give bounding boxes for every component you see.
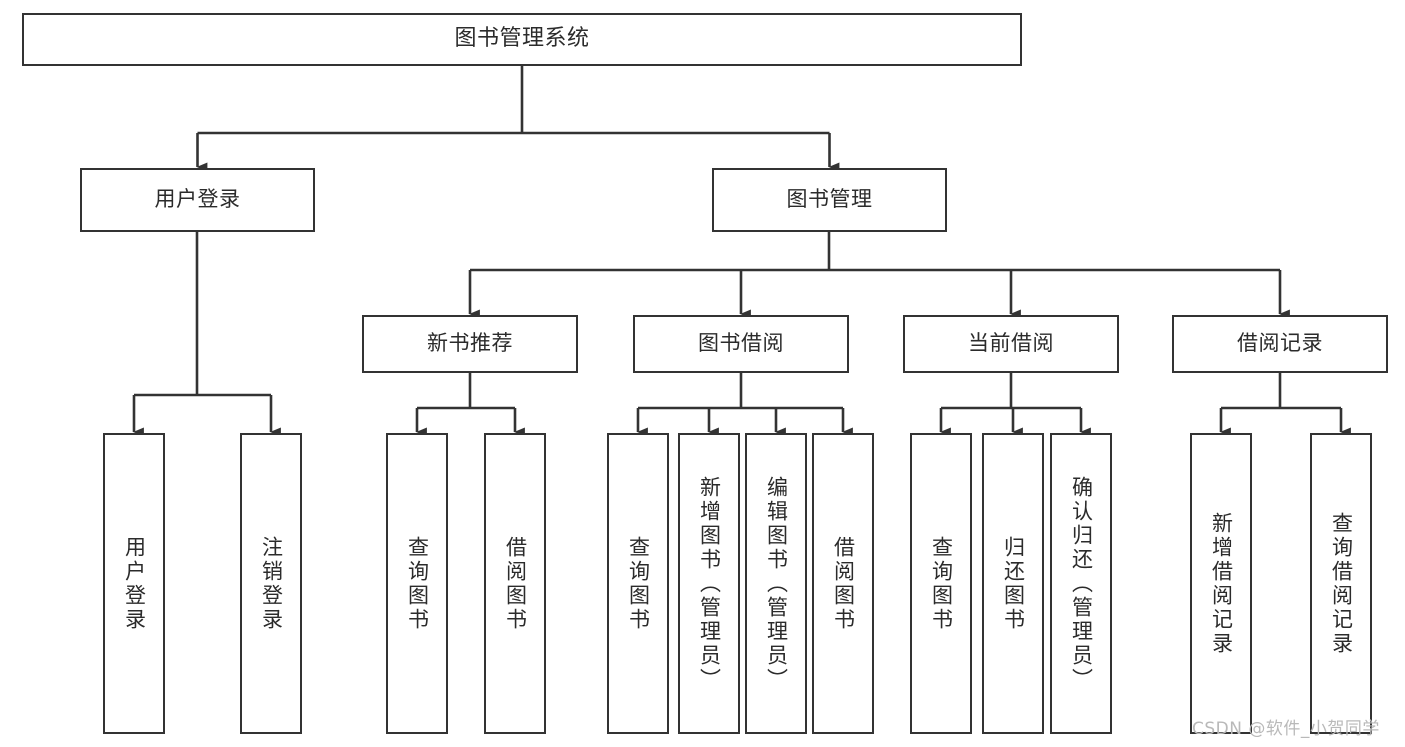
node-leaf-return-book-label: 归还图书	[1001, 535, 1026, 632]
node-book-manage: 图书管理	[712, 168, 947, 232]
node-leaf-query-book-rec: 查询图书	[386, 433, 448, 734]
node-leaf-confirm-return-admin: 确认归还（管理员）	[1050, 433, 1112, 734]
node-user-login-label: 用户登录	[154, 187, 241, 212]
node-leaf-add-book-admin-label: 新增图书（管理员）	[697, 475, 722, 692]
node-leaf-query-borrow-record-label: 查询借阅记录	[1329, 511, 1354, 656]
node-leaf-borrow-book-rec-label: 借阅图书	[503, 535, 528, 632]
node-borrow-record: 借阅记录	[1172, 315, 1388, 373]
watermark: CSDN @软件_小贺同学	[1192, 719, 1380, 739]
node-leaf-edit-book-admin-label: 编辑图书（管理员）	[764, 475, 789, 692]
node-leaf-return-book: 归还图书	[982, 433, 1044, 734]
node-root: 图书管理系统	[22, 13, 1022, 66]
node-leaf-confirm-return-admin-label: 确认归还（管理员）	[1069, 475, 1094, 692]
node-leaf-query-book-rec-label: 查询图书	[405, 535, 430, 632]
node-current-borrow-label: 当前借阅	[968, 331, 1054, 356]
node-leaf-query-borrow-record: 查询借阅记录	[1310, 433, 1372, 734]
node-leaf-edit-book-admin: 编辑图书（管理员）	[745, 433, 807, 734]
node-leaf-user-login-label: 用户登录	[122, 535, 147, 632]
node-leaf-add-borrow-record: 新增借阅记录	[1190, 433, 1252, 734]
node-book-manage-label: 图书管理	[786, 187, 873, 212]
node-leaf-user-login: 用户登录	[103, 433, 165, 734]
node-leaf-add-book-admin: 新增图书（管理员）	[678, 433, 740, 734]
node-book-borrow-label: 图书借阅	[698, 331, 784, 356]
node-leaf-query-book-current-label: 查询图书	[929, 535, 954, 632]
node-leaf-borrow-book: 借阅图书	[812, 433, 874, 734]
node-leaf-add-borrow-record-label: 新增借阅记录	[1209, 511, 1234, 656]
node-leaf-borrow-book-label: 借阅图书	[831, 535, 856, 632]
node-leaf-query-book-current: 查询图书	[910, 433, 972, 734]
node-current-borrow: 当前借阅	[903, 315, 1119, 373]
node-leaf-user-logout: 注销登录	[240, 433, 302, 734]
node-leaf-query-book-borrow: 查询图书	[607, 433, 669, 734]
node-borrow-record-label: 借阅记录	[1237, 331, 1323, 356]
node-new-book-recommend: 新书推荐	[362, 315, 578, 373]
node-book-borrow: 图书借阅	[633, 315, 849, 373]
node-new-book-recommend-label: 新书推荐	[427, 331, 513, 356]
node-user-login: 用户登录	[80, 168, 315, 232]
node-root-label: 图书管理系统	[454, 26, 590, 52]
node-leaf-query-book-borrow-label: 查询图书	[626, 535, 651, 632]
node-leaf-borrow-book-rec: 借阅图书	[484, 433, 546, 734]
node-leaf-user-logout-label: 注销登录	[259, 535, 284, 632]
